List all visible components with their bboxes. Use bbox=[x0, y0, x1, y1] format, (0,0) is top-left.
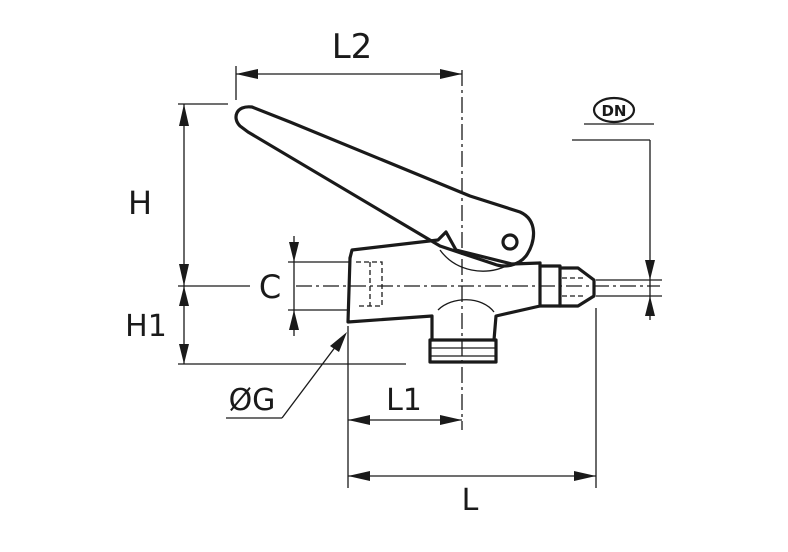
dimension-G: ØG bbox=[226, 332, 347, 419]
blow-gun-body bbox=[234, 105, 596, 364]
nozzle-hidden-bore bbox=[562, 277, 584, 297]
DN-arrow-top bbox=[645, 260, 655, 280]
C-label: C bbox=[259, 268, 281, 306]
C-arrow-bottom bbox=[289, 310, 299, 330]
DN-label: DN bbox=[601, 102, 626, 120]
center-lines bbox=[296, 70, 660, 430]
G-leader-line bbox=[281, 337, 343, 419]
dimension-C: C bbox=[259, 236, 350, 336]
stem-arc bbox=[437, 299, 495, 313]
H-arrow-top bbox=[179, 104, 189, 126]
dimension-L2: L2 bbox=[235, 27, 462, 100]
H1-arrow-bottom bbox=[179, 344, 189, 364]
nozzle-tip bbox=[558, 266, 596, 308]
L1-label: L1 bbox=[386, 383, 422, 418]
H1-arrow-top bbox=[179, 286, 189, 306]
inlet-hidden-thread bbox=[356, 261, 383, 307]
L1-arrow-left bbox=[348, 415, 370, 425]
H1-label: H1 bbox=[125, 309, 167, 344]
L-label: L bbox=[462, 483, 479, 518]
dimension-DN: DN bbox=[572, 96, 662, 320]
L2-arrow-left bbox=[236, 69, 258, 79]
L-arrow-left bbox=[348, 471, 370, 481]
body-lower-outline bbox=[346, 256, 542, 342]
G-label: ØG bbox=[229, 383, 276, 418]
body-upper-outline bbox=[348, 230, 542, 266]
L-arrow-right bbox=[574, 471, 596, 481]
dimension-H: H bbox=[128, 103, 250, 287]
neck-arc bbox=[439, 249, 507, 272]
lever-pivot-pin bbox=[501, 233, 519, 251]
C-arrow-top bbox=[289, 242, 299, 262]
DN-symbol-frame bbox=[592, 96, 636, 124]
dimension-L1: L1 bbox=[347, 326, 462, 488]
H-arrow-bottom bbox=[179, 264, 189, 286]
bottom-nut bbox=[428, 338, 498, 364]
L2-arrow-right bbox=[440, 69, 462, 79]
dimension-L: L bbox=[348, 308, 597, 518]
L2-label: L2 bbox=[332, 27, 373, 67]
DN-arrow-bottom bbox=[645, 296, 655, 316]
H-label: H bbox=[128, 184, 152, 222]
dimension-H1: H1 bbox=[125, 286, 406, 365]
G-arrow bbox=[330, 332, 347, 352]
lever-outline bbox=[234, 105, 536, 268]
L1-arrow-right bbox=[440, 415, 462, 425]
